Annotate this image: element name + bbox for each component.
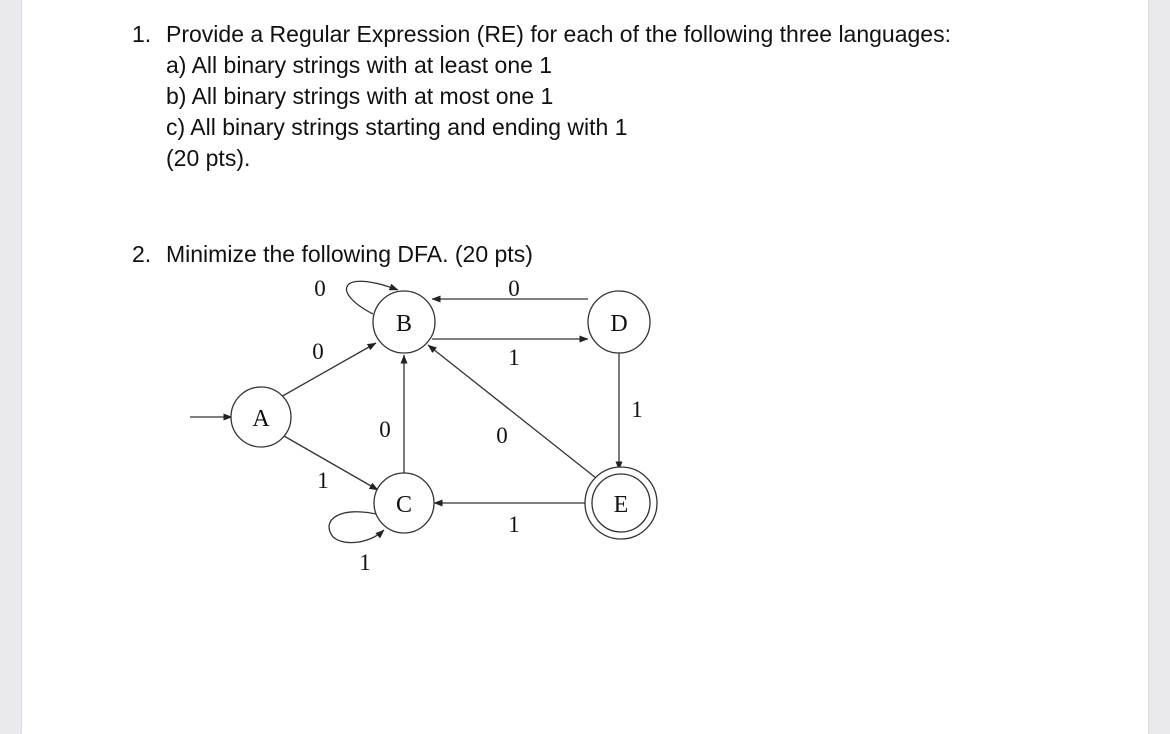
question-1-item-a: a) All binary strings with at least one … <box>166 52 553 78</box>
edge-e-to-b <box>427 344 597 479</box>
label-c-to-b: 0 <box>379 417 391 442</box>
edge-b-self <box>345 280 399 315</box>
label-e-to-c: 1 <box>508 512 520 537</box>
question-2: 2. Minimize the following DFA. (20 pts) <box>132 239 533 270</box>
state-a-label: A <box>252 406 270 432</box>
state-e-label: E <box>614 492 629 518</box>
question-1-number: 1. <box>132 21 152 47</box>
state-c <box>373 472 435 534</box>
document-page <box>22 0 1148 734</box>
label-a-to-c: 1 <box>317 468 329 493</box>
question-1-prompt: Provide a Regular Expression (RE) for ea… <box>166 21 951 47</box>
edge-c-self <box>328 511 385 544</box>
question-1-item-c: c) All binary strings starting and endin… <box>166 114 628 140</box>
question-1-points: (20 pts). <box>166 145 251 171</box>
label-b-to-d: 1 <box>508 345 520 370</box>
label-d-to-e: 1 <box>631 397 643 422</box>
state-e-inner <box>591 473 651 533</box>
state-a <box>230 386 292 448</box>
label-a-to-b: 0 <box>312 339 324 364</box>
edge-a-to-c <box>283 435 379 491</box>
question-2-prompt: Minimize the following DFA. (20 pts) <box>166 241 533 267</box>
question-1-item-b: b) All binary strings with at most one 1 <box>166 83 554 109</box>
question-2-number: 2. <box>132 241 152 267</box>
state-b-label: B <box>396 311 412 337</box>
state-b <box>372 290 436 354</box>
label-e-to-b: 0 <box>496 423 508 448</box>
label-b-self: 0 <box>314 276 326 301</box>
state-d <box>587 290 651 354</box>
label-d-to-b: 0 <box>508 276 520 301</box>
state-c-label: C <box>396 492 412 518</box>
edge-a-to-b <box>278 342 377 399</box>
state-d-label: D <box>610 311 627 337</box>
question-1: 1. Provide a Regular Expression (RE) for … <box>132 19 951 174</box>
label-c-self: 1 <box>359 550 371 575</box>
